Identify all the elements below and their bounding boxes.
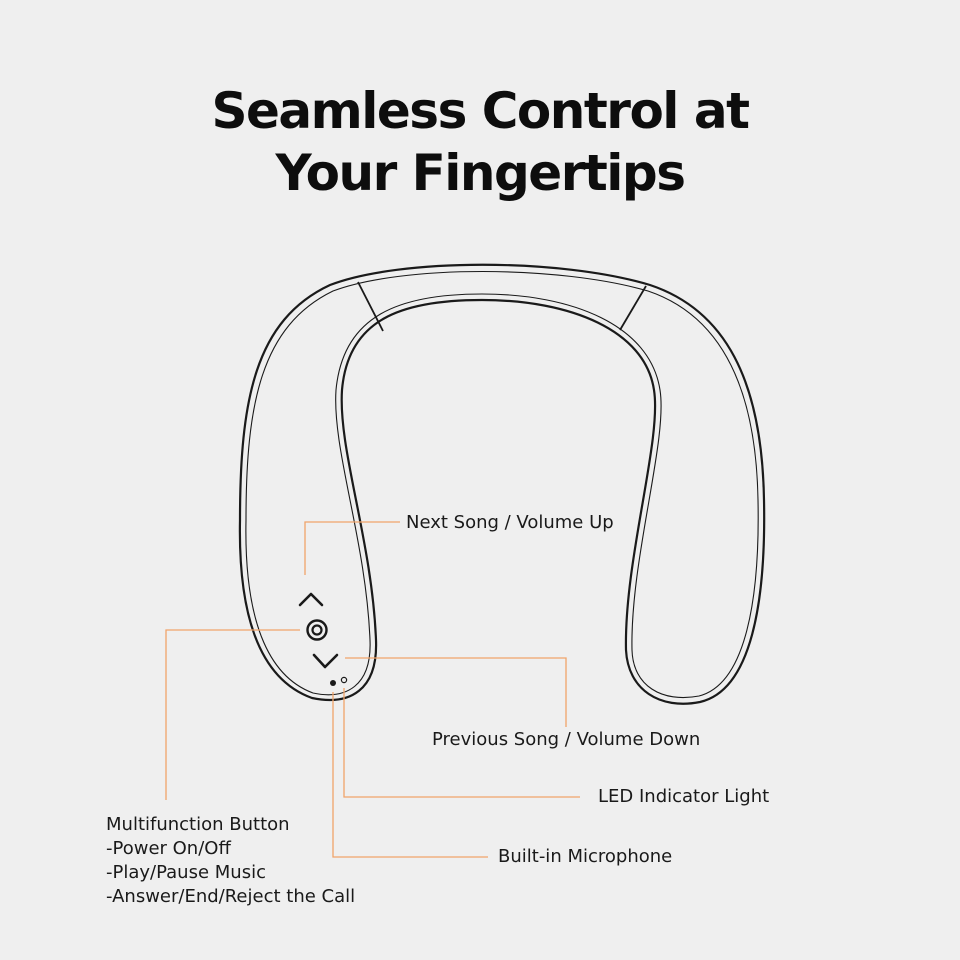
leader-multifunction bbox=[165, 629, 300, 800]
multifunction-item: -Power On/Off bbox=[106, 838, 231, 859]
title-line-2: Your Fingertips bbox=[275, 144, 686, 202]
left-seam bbox=[357, 281, 384, 332]
multifunction-button-icon bbox=[306, 619, 328, 641]
multifunction-item: -Play/Pause Music bbox=[106, 862, 266, 883]
microphone-hole-icon bbox=[330, 680, 336, 686]
label-previous-song: Previous Song / Volume Down bbox=[432, 729, 701, 750]
device-inner-outline bbox=[245, 270, 759, 699]
title-line-1: Seamless Control at bbox=[211, 82, 750, 140]
label-led: LED Indicator Light bbox=[598, 786, 770, 807]
page-title: Seamless Control at Your Fingertips bbox=[0, 80, 960, 204]
up-chevron-icon bbox=[298, 592, 324, 607]
down-chevron-icon bbox=[312, 653, 339, 669]
leader-led bbox=[343, 688, 580, 798]
device-outer-outline bbox=[238, 263, 766, 705]
multifunction-description: Multifunction Button -Power On/Off -Play… bbox=[106, 813, 355, 909]
leader-next-song bbox=[304, 521, 400, 575]
leader-microphone bbox=[332, 692, 488, 858]
multifunction-heading: Multifunction Button bbox=[106, 814, 290, 835]
label-microphone: Built-in Microphone bbox=[498, 846, 673, 867]
leader-previous-song bbox=[345, 657, 567, 727]
label-next-song: Next Song / Volume Up bbox=[406, 512, 614, 533]
right-seam bbox=[619, 285, 647, 331]
led-indicator-icon bbox=[340, 676, 348, 684]
multifunction-item: -Answer/End/Reject the Call bbox=[106, 886, 356, 907]
